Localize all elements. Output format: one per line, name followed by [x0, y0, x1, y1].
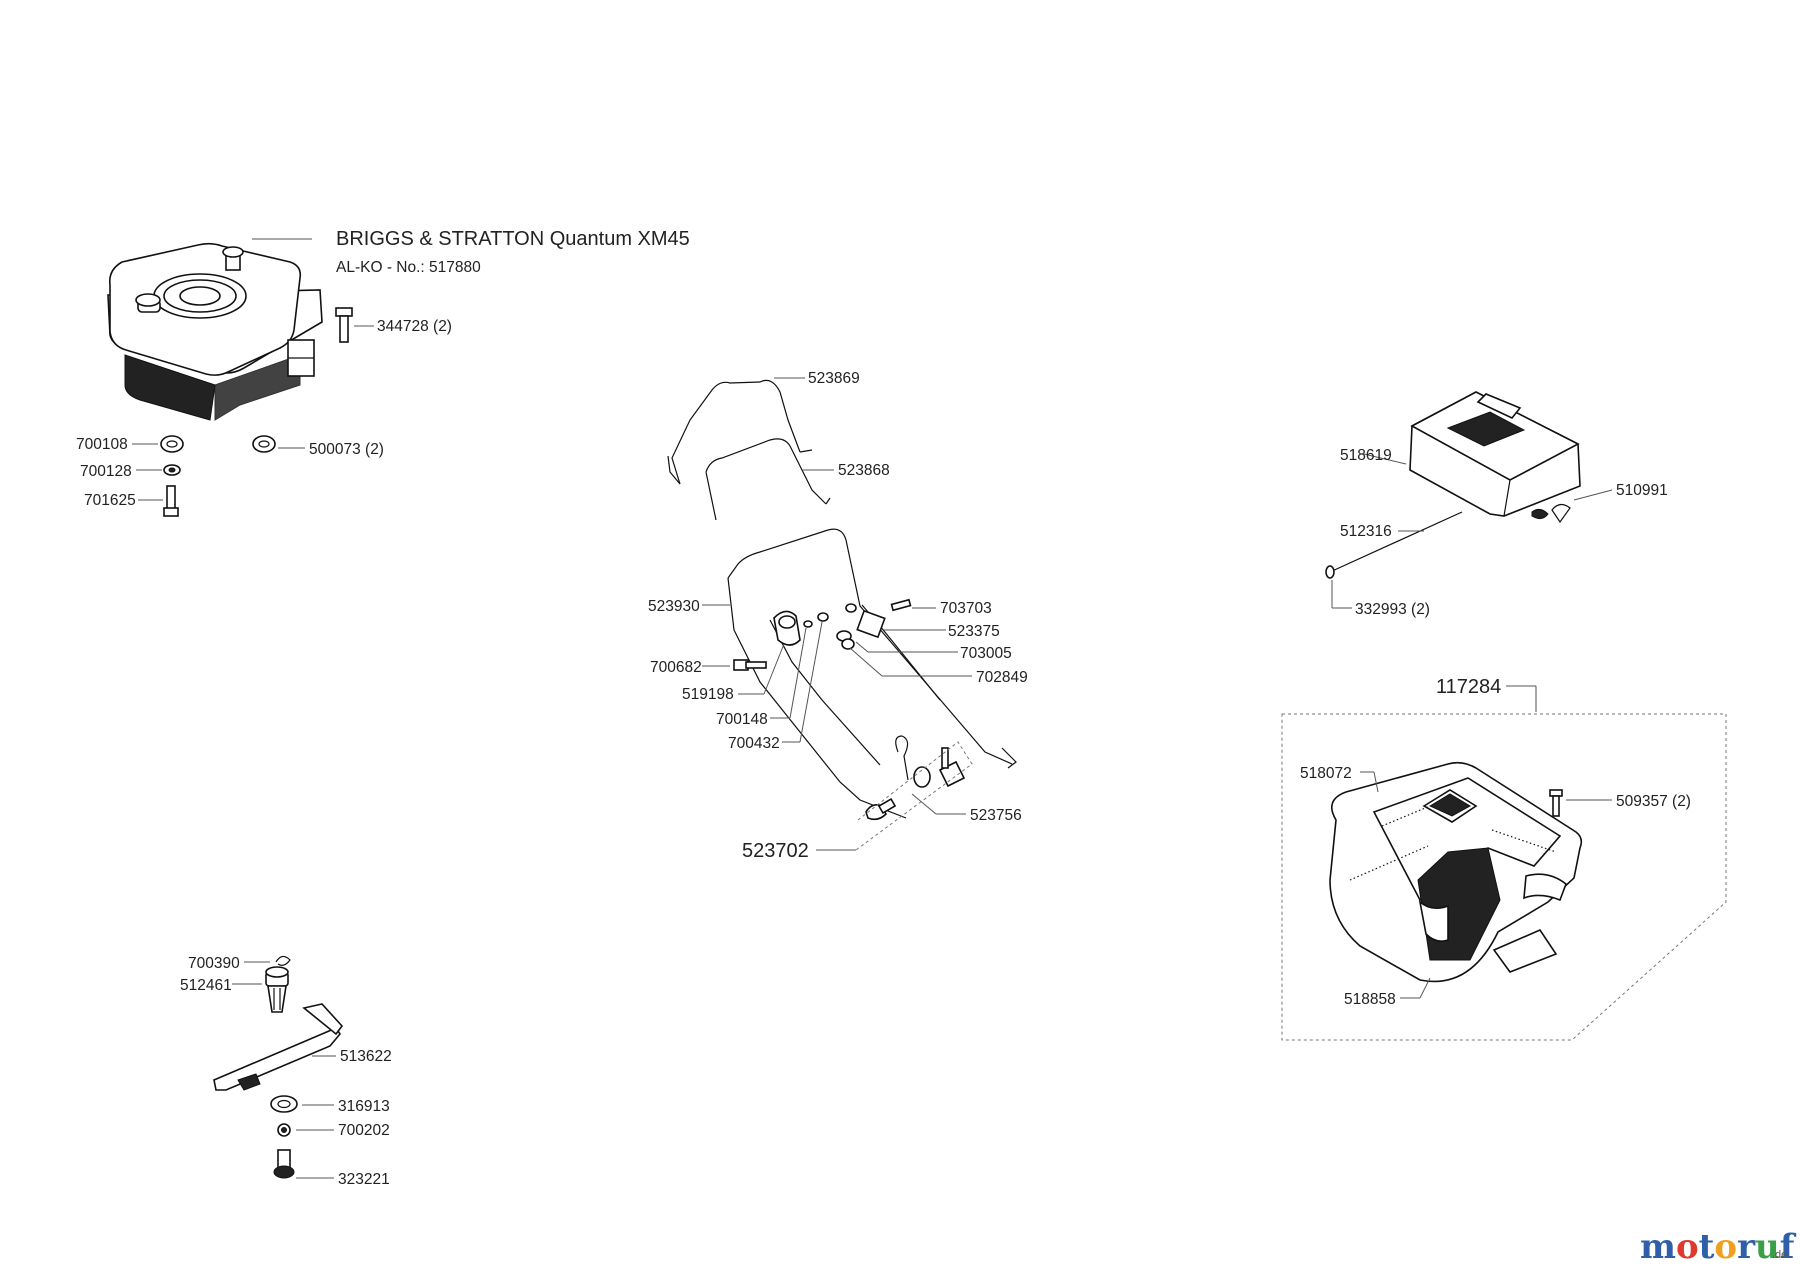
bolt-701625-icon	[163, 485, 179, 517]
logo-letter-o2: o	[1714, 1227, 1737, 1267]
part-label-700148: 700148	[716, 711, 768, 728]
part-label-700432: 700432	[728, 735, 780, 752]
bolt-344728-icon	[335, 307, 353, 343]
washer-700128-icon	[163, 464, 181, 476]
part-label-700108: 700108	[76, 436, 128, 453]
motoruf-logo: motoruf .de	[1640, 1227, 1797, 1267]
logo-letter-m: m	[1640, 1227, 1676, 1267]
part-label-702849: 702849	[976, 669, 1028, 686]
part-label-510991: 510991	[1616, 482, 1668, 499]
part-label-509357: 509357 (2)	[1616, 793, 1691, 810]
engine-title: BRIGGS & STRATTON Quantum XM45	[336, 228, 690, 250]
part-label-518619: 518619	[1340, 447, 1392, 464]
part-label-700390: 700390	[188, 955, 240, 972]
handle-assembly-illustration	[667, 379, 1017, 851]
part-label-518858: 518858	[1344, 991, 1396, 1008]
part-label-523702: 523702	[742, 840, 809, 862]
blade-assembly-illustration	[213, 955, 344, 1179]
part-label-700682: 700682	[650, 659, 702, 676]
nut-500073-icon	[252, 435, 276, 453]
screw-509357-icon	[1549, 789, 1563, 817]
part-label-512461: 512461	[180, 977, 232, 994]
nut-700108-icon	[160, 435, 184, 453]
part-label-518072: 518072	[1300, 765, 1352, 782]
part-label-523375: 523375	[948, 623, 1000, 640]
part-label-500073: 500073 (2)	[309, 441, 384, 458]
rear-flap-illustration	[1325, 391, 1581, 579]
part-label-512316: 512316	[1340, 523, 1392, 540]
logo-letter-u: u	[1755, 1227, 1780, 1267]
part-label-523930: 523930	[648, 598, 700, 615]
part-label-703005: 703005	[960, 645, 1012, 662]
part-label-332993: 332993 (2)	[1355, 601, 1430, 618]
logo-letter-r: r	[1737, 1227, 1756, 1267]
part-label-117284: 117284	[1436, 676, 1501, 698]
svg-text:motoruf: motoruf	[1640, 1227, 1797, 1267]
part-label-700202: 700202	[338, 1122, 390, 1139]
engine-subtitle: AL-KO - No.: 517880	[336, 259, 481, 276]
part-label-523868: 523868	[838, 462, 890, 479]
logo-letter-o1: o	[1676, 1227, 1699, 1267]
engine-illustration	[107, 242, 323, 421]
part-label-316913: 316913	[338, 1098, 390, 1115]
logo-letter-t: t	[1699, 1227, 1715, 1267]
logo-tld: .de	[1772, 1249, 1787, 1261]
part-label-519198: 519198	[682, 686, 734, 703]
part-label-523756: 523756	[970, 807, 1022, 824]
part-label-323221: 323221	[338, 1171, 390, 1188]
part-label-701625: 701625	[84, 492, 136, 509]
part-label-700128: 700128	[80, 463, 132, 480]
chassis-illustration	[1329, 761, 1583, 983]
part-label-523869: 523869	[808, 370, 860, 387]
part-label-344728: 344728 (2)	[377, 318, 452, 335]
part-label-703703: 703703	[940, 600, 992, 617]
logo-letter-f: f	[1780, 1227, 1797, 1267]
part-label-513622: 513622	[340, 1048, 392, 1065]
